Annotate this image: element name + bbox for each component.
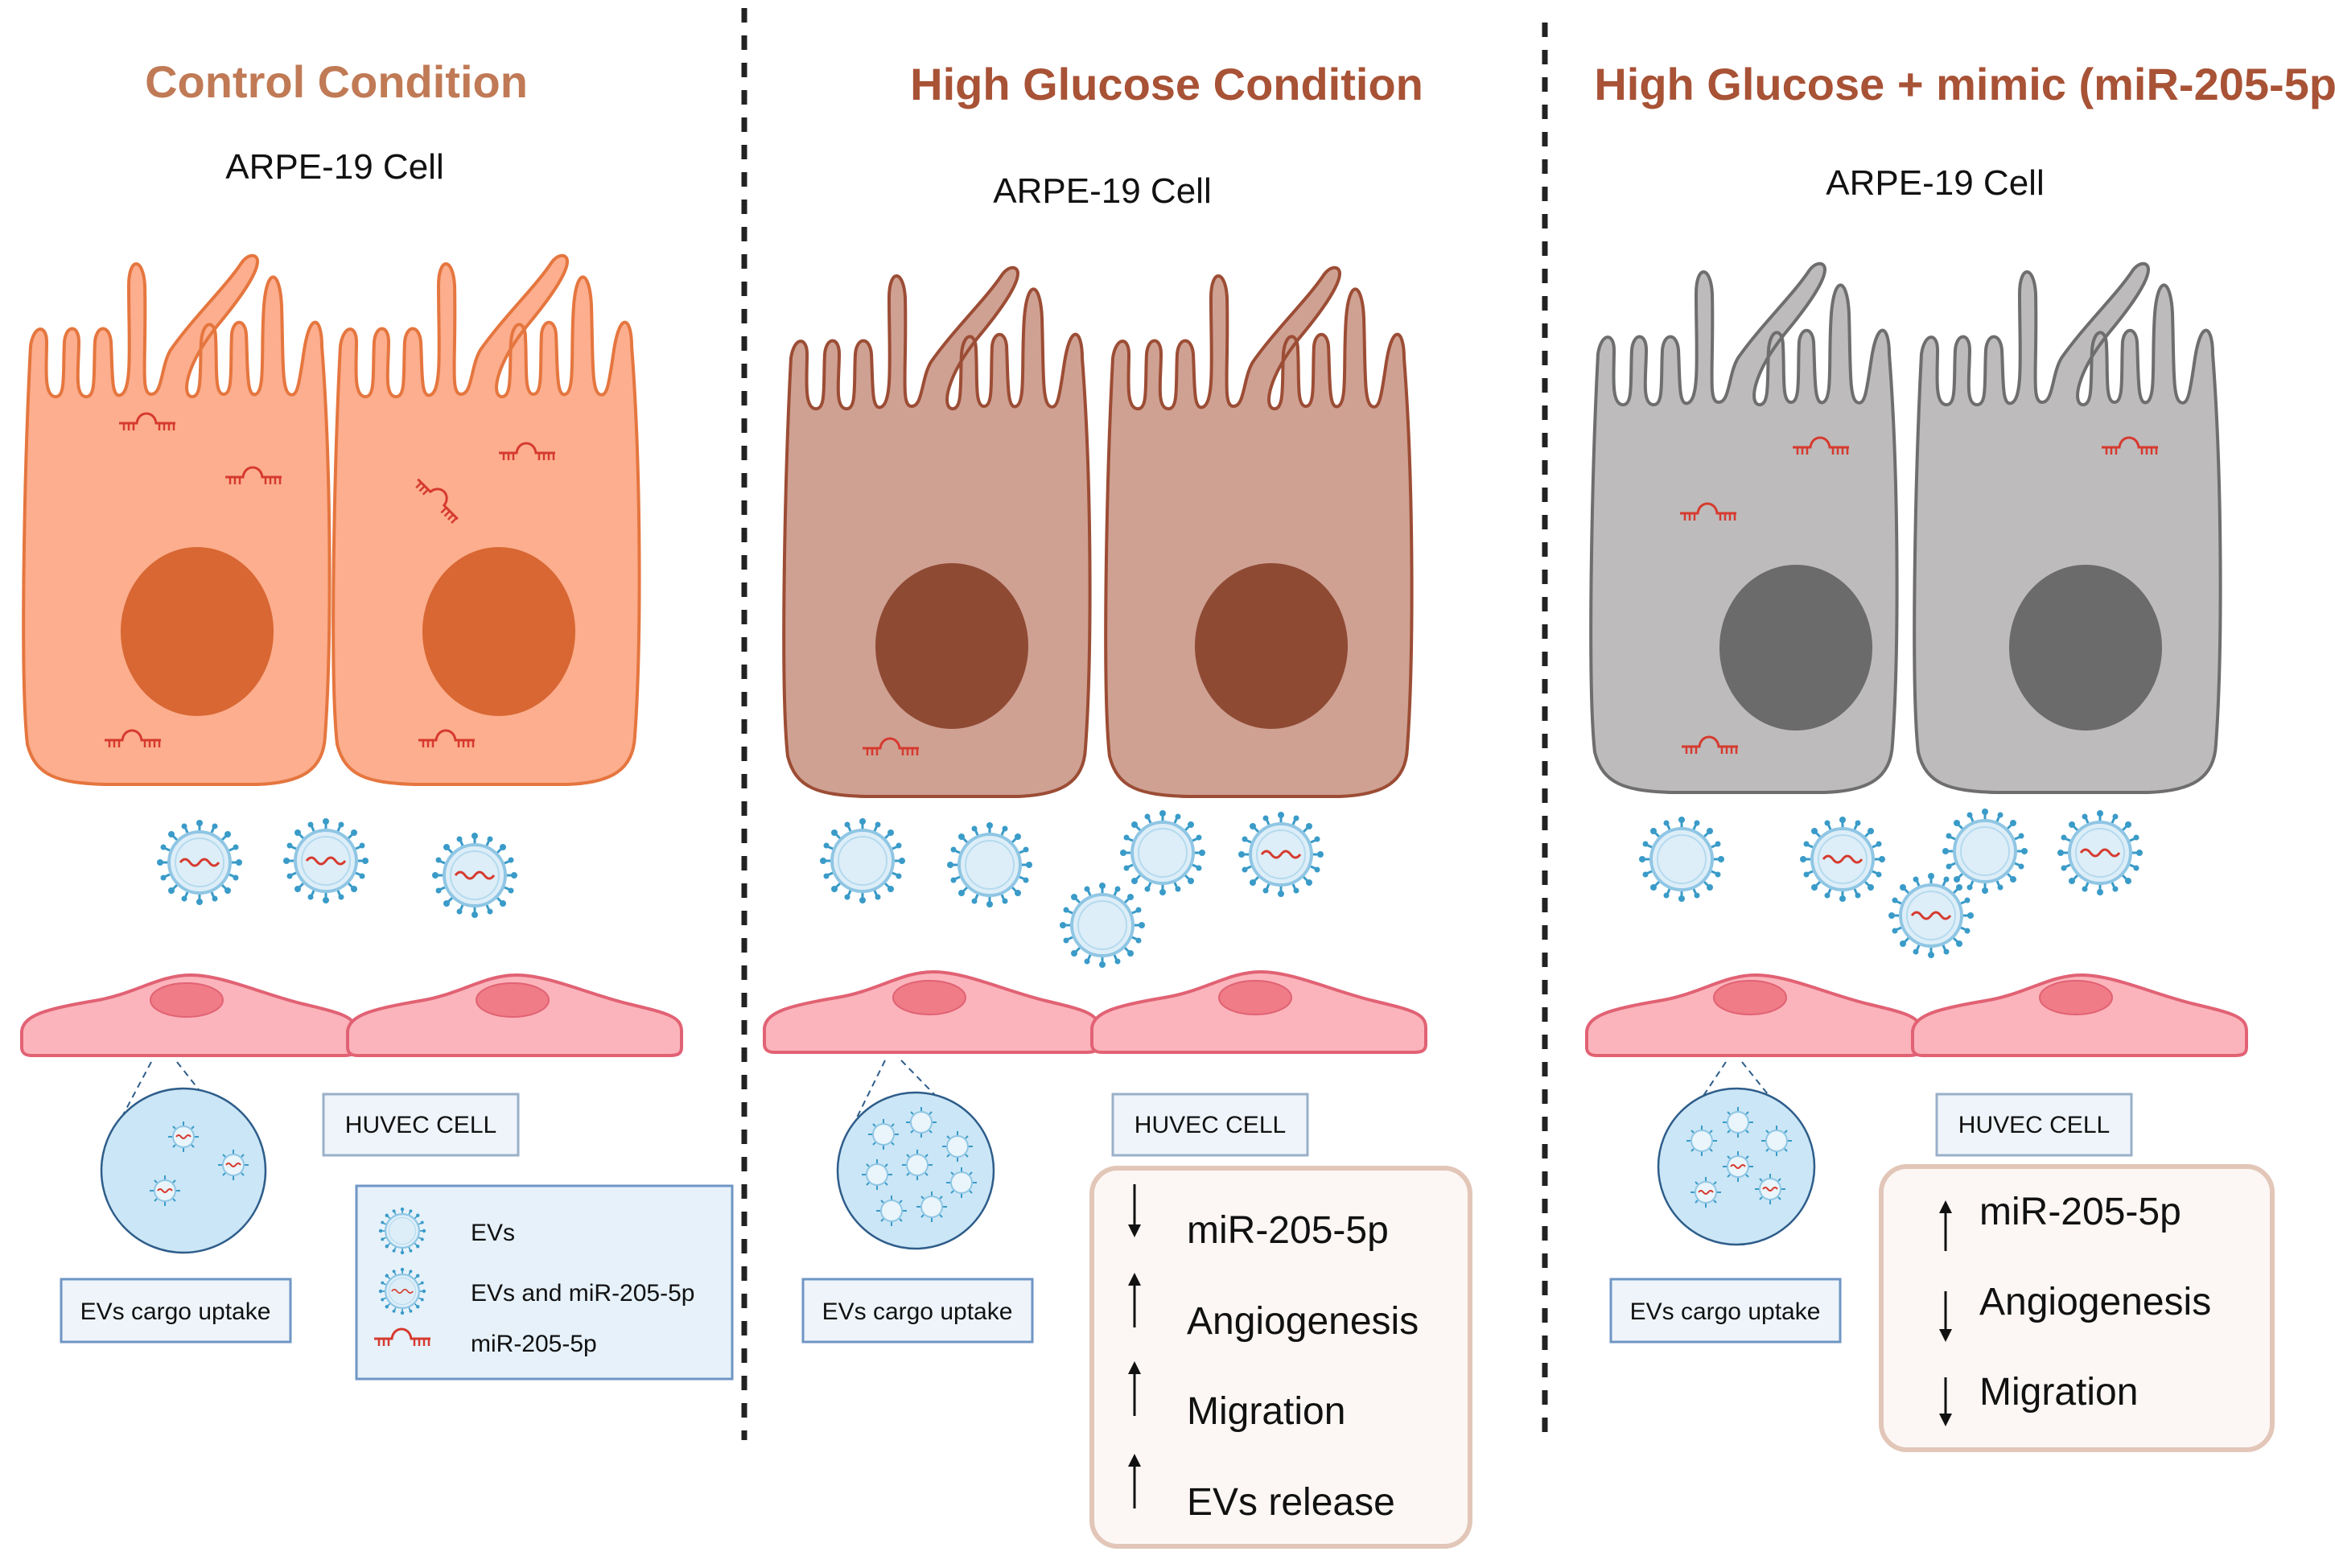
effect-label: Migration [1979, 1371, 2138, 1414]
ev-particle [1118, 809, 1207, 897]
ev-particle [945, 821, 1034, 909]
effect-arrow-down [1128, 1184, 1141, 1237]
legend-ev-icon [377, 1206, 427, 1256]
nucleus [1719, 565, 1872, 730]
uptake-zoom-high-glucose [836, 1060, 995, 1250]
uptake-label: EVs cargo uptake [80, 1298, 271, 1325]
uptake-label-box [60, 1278, 292, 1344]
huvec-nucleus [2039, 980, 2113, 1015]
huvec-label: HUVEC CELL [1135, 1112, 1286, 1138]
effect-label: Migration [1187, 1390, 1345, 1433]
ev-particle [1941, 807, 2029, 895]
legend-mir: miR-205-5p [471, 1331, 597, 1357]
uptake-zoom-control [100, 1061, 267, 1254]
effect-label: miR-205-5p [1979, 1191, 2181, 1233]
arpe19-cells-high-glucose [782, 265, 1414, 799]
nucleus [422, 547, 575, 716]
huvec-cells-mimic [1585, 973, 2248, 1057]
legend-evs: EVs [471, 1220, 515, 1246]
ev-mir-particle [1238, 812, 1324, 897]
nucleus [875, 563, 1028, 729]
ev-particle [818, 817, 907, 905]
ev-particle [1637, 815, 1726, 903]
effect-label: EVs release [1187, 1481, 1395, 1524]
nucleus [1195, 563, 1348, 729]
effect-arrow-up [1128, 1273, 1141, 1327]
legend-box [355, 1184, 734, 1381]
effect-arrow-down [1939, 1291, 1952, 1342]
effect-arrow-up [1128, 1454, 1141, 1508]
huvec-label-box [1935, 1093, 2133, 1157]
ev-group-mimic [1637, 807, 2143, 958]
ev-mir-particle [432, 833, 517, 918]
uptake-label-box [801, 1278, 1034, 1344]
panel-title-mimic: High Glucose + mimic (miR-205-5p) [1594, 59, 2335, 109]
effect-arrow-down [1939, 1377, 1952, 1426]
uptake-zoom-mimic [1657, 1061, 1816, 1246]
huvec-nucleus [1713, 980, 1787, 1015]
huvec-nucleus [476, 982, 550, 1018]
nucleus [2009, 565, 2162, 730]
cell-label-high-glucose: ARPE-19 Cell [993, 171, 1211, 211]
ev-mir-particle [2057, 810, 2143, 895]
effects-box-mimic: miR-205-5p Angiogenesis Migration [1879, 1164, 2275, 1452]
effect-label: Angiogenesis [1979, 1281, 2211, 1323]
ev-mir-particle [283, 818, 369, 903]
panel-title-high-glucose: High Glucose Condition [910, 59, 1423, 109]
legend-ev-mir-icon [379, 1268, 426, 1315]
ev-particle [1058, 881, 1147, 969]
ev-group-control [157, 818, 517, 918]
huvec-nucleus [1218, 980, 1292, 1015]
effect-label: miR-205-5p [1187, 1209, 1389, 1252]
uptake-label: EVs cargo uptake [1630, 1298, 1821, 1325]
effect-arrow-up [1939, 1200, 1952, 1251]
uptake-label: EVs cargo uptake [822, 1298, 1013, 1325]
huvec-label-box [322, 1093, 520, 1157]
huvec-cells-control [20, 973, 683, 1057]
huvec-label-box [1111, 1093, 1309, 1157]
huvec-cells-high-glucose [763, 970, 1427, 1054]
huvec-nucleus [150, 982, 224, 1018]
arpe19-cells-control [22, 253, 641, 787]
uptake-label-box [1609, 1278, 1842, 1344]
arpe19-cells-mimic [1589, 261, 2222, 795]
ev-mir-particle [1888, 873, 1974, 958]
huvec-label: HUVEC CELL [1958, 1112, 2110, 1138]
huvec-nucleus [892, 980, 966, 1015]
panel-title-control: Control Condition [145, 56, 528, 107]
effect-arrow-up [1128, 1361, 1141, 1416]
huvec-label: HUVEC CELL [345, 1112, 496, 1138]
ev-mir-particle [1800, 817, 1885, 902]
cell-label-mimic: ARPE-19 Cell [1826, 163, 2044, 203]
ev-group-high-glucose [818, 809, 1324, 969]
effect-label: Angiogenesis [1187, 1300, 1419, 1343]
cell-label-control: ARPE-19 Cell [225, 147, 443, 187]
effects-box-high-glucose: miR-205-5p Angiogenesis Migration EVs re… [1089, 1166, 1472, 1549]
ev-mir-particle [157, 820, 242, 905]
legend-evs-mir: EVs and miR-205-5p [471, 1280, 694, 1307]
nucleus [121, 547, 274, 716]
legend: EVs EVs and miR-205-5p miR-205-5p [355, 1184, 734, 1381]
